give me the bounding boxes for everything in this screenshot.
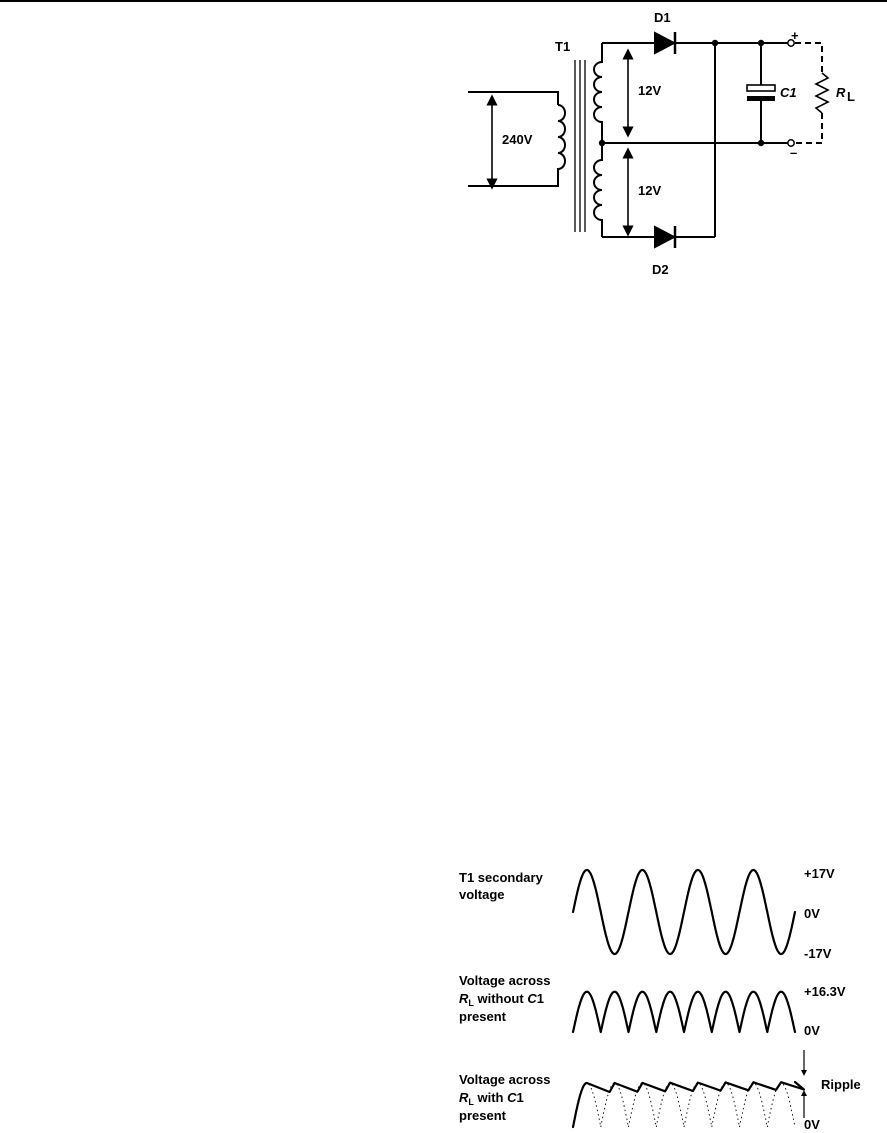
diode-d2-label: D2 [652, 262, 669, 277]
row3-bottom-value: 0V [804, 1117, 820, 1132]
negative-terminal [787, 139, 795, 147]
diode-d1 [654, 31, 677, 55]
ripple-waveform [571, 1080, 805, 1129]
row1-top-value: +17V [804, 866, 835, 881]
row2-label-line1: Voltage across [459, 973, 551, 988]
rectified-waveform [571, 990, 797, 1034]
primary-voltage-label: 240V [502, 132, 533, 147]
load-label: R [836, 85, 846, 100]
secondary-winding-bottom [593, 143, 603, 237]
row1-mid-value: 0V [804, 906, 820, 921]
row3-label-line3: present [459, 1108, 507, 1123]
row3-label-line1: Voltage across [459, 1072, 551, 1087]
row2-top-value: +16.3V [804, 984, 846, 999]
circuit-diagram [468, 31, 830, 249]
load-resistor [795, 42, 830, 144]
row1-bottom-value: -17V [804, 946, 832, 961]
dotted-arch [766, 1082, 796, 1128]
row2-label-line3: present [459, 1009, 507, 1024]
top-rule [0, 0, 887, 2]
row1-label-line1: T1 secondary [459, 870, 544, 885]
minus-label: – [790, 145, 797, 160]
transformer-core [574, 60, 586, 232]
secondary-top-voltage-label: 12V [638, 83, 661, 98]
sine-waveform [571, 868, 797, 956]
diode-d2 [654, 225, 677, 249]
secondary-bottom-voltage-label: 12V [638, 183, 661, 198]
capacitor-c1 [746, 39, 776, 147]
row3-label-line2: RL with C1 [459, 1090, 524, 1107]
positive-terminal [787, 39, 795, 47]
load-subscript: L [847, 89, 855, 104]
row1-label-line2: voltage [459, 887, 505, 902]
secondary-winding-top [593, 43, 603, 143]
row2-bottom-value: 0V [804, 1023, 820, 1038]
capacitor-label: C1 [780, 85, 797, 100]
row2-label-line2: RL without C1 [459, 991, 544, 1008]
ripple-label: Ripple [821, 1077, 861, 1092]
plus-label: + [791, 28, 799, 43]
transformer-label: T1 [555, 39, 570, 54]
diode-d1-label: D1 [654, 10, 671, 25]
primary-winding [468, 91, 566, 187]
